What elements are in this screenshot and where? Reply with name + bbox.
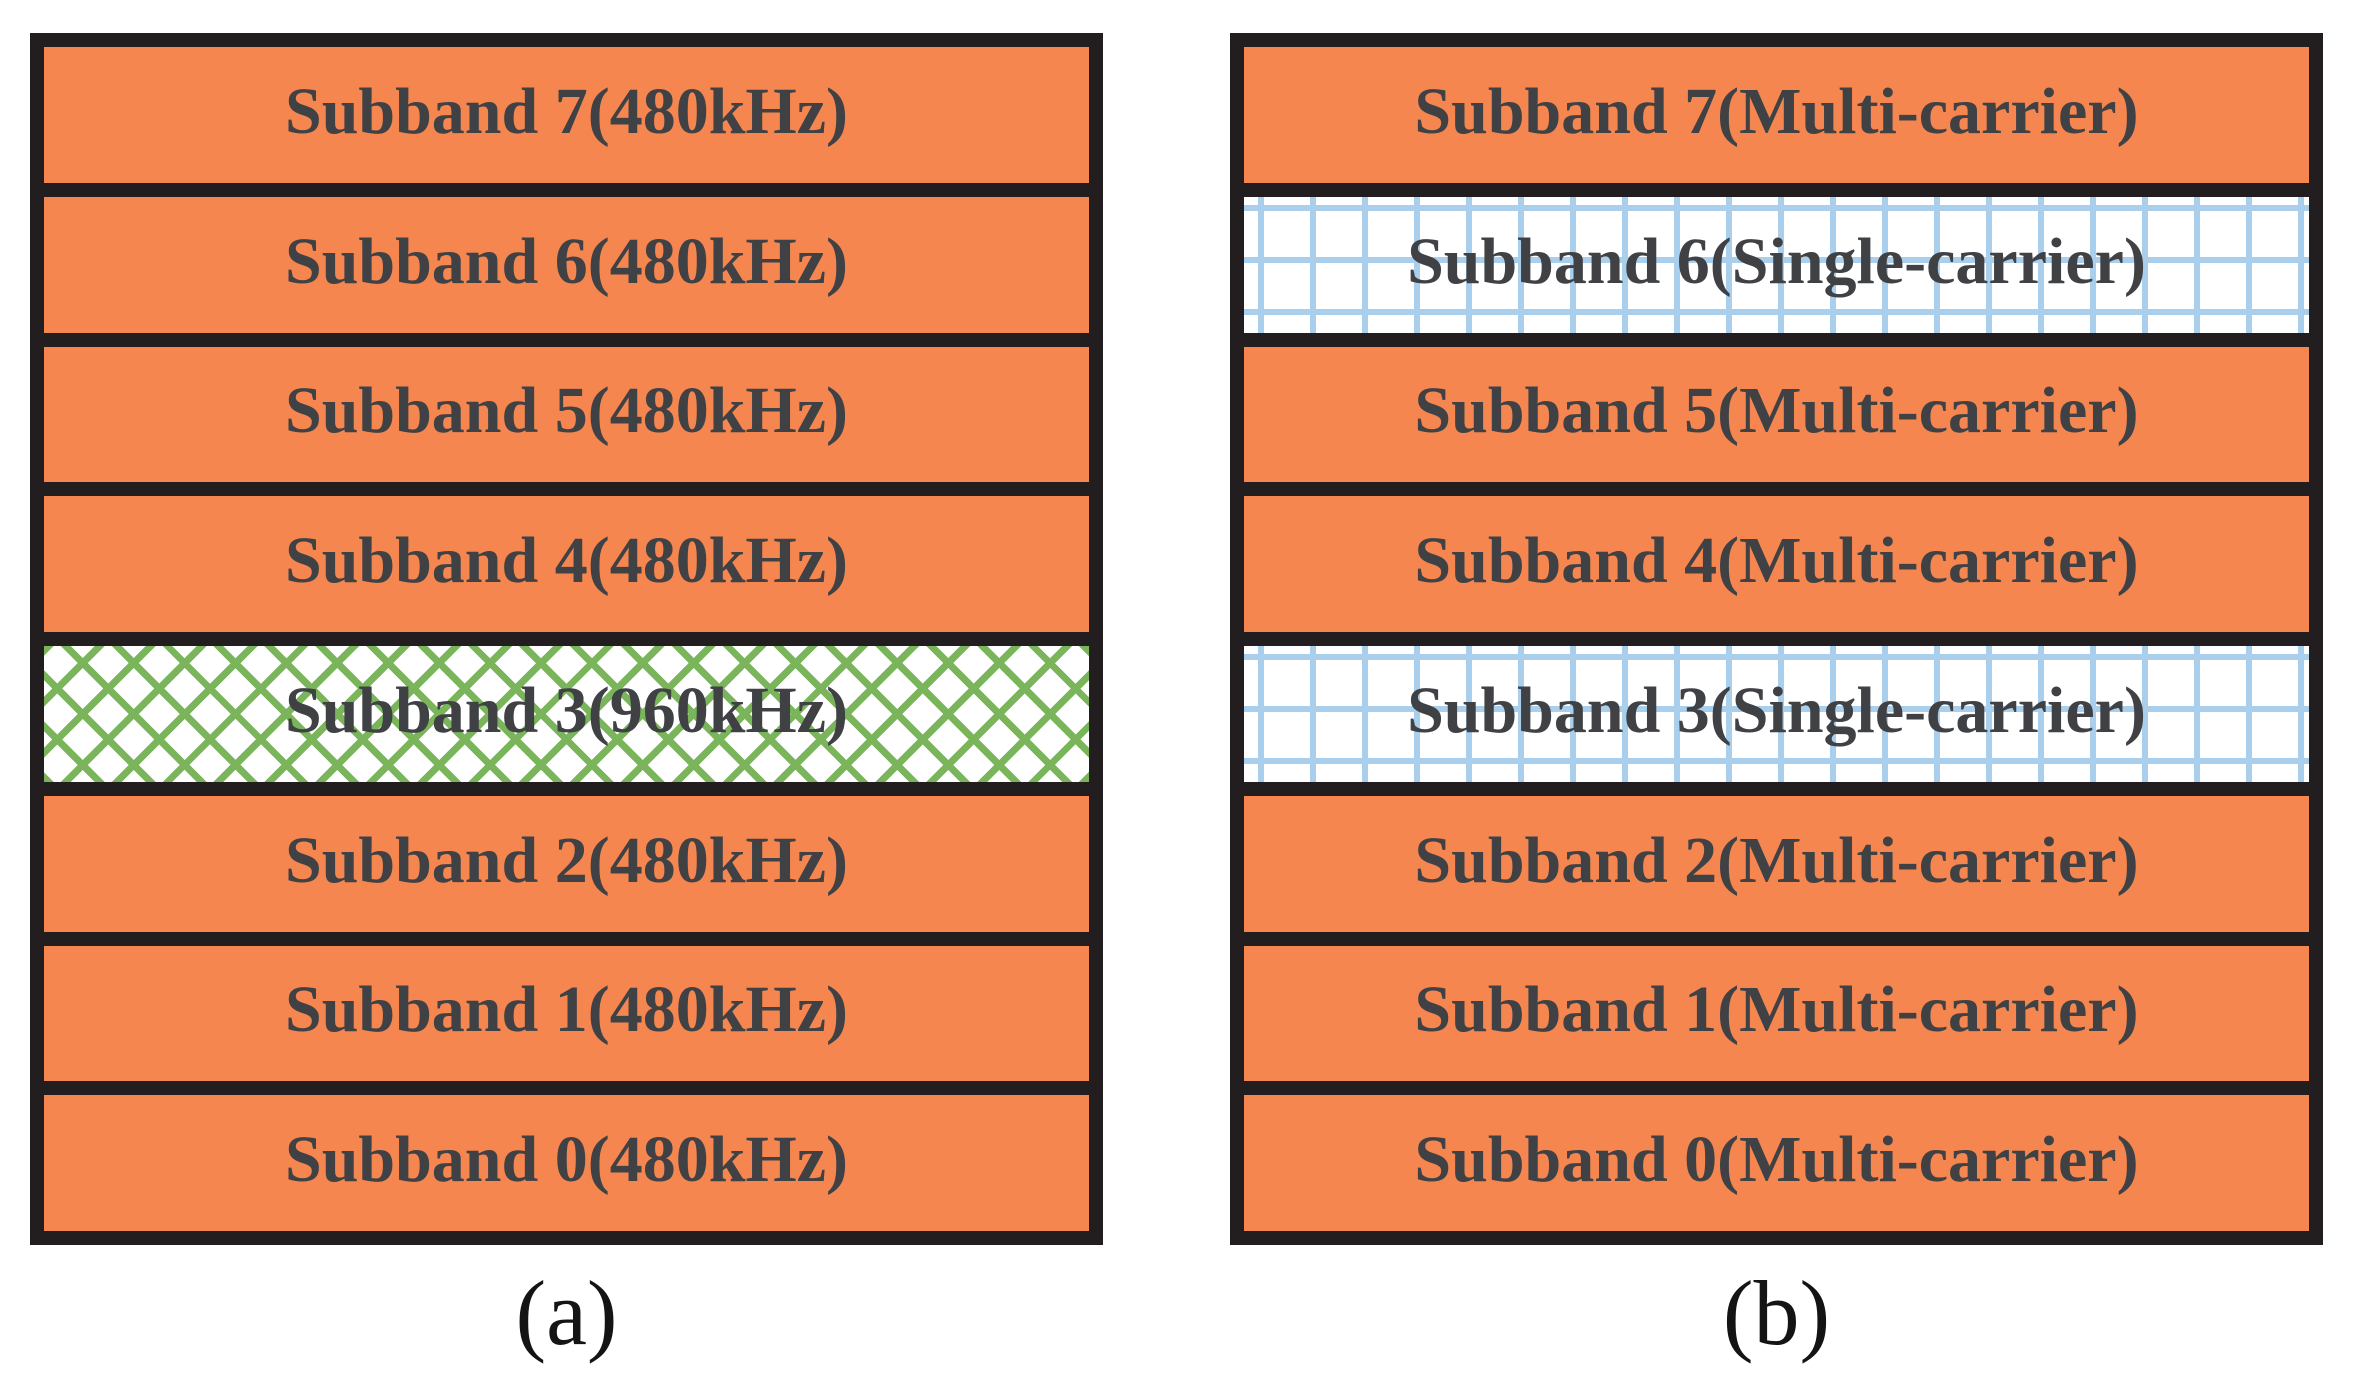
subband-label: Subband 2(Multi-carrier) <box>1414 823 2139 897</box>
caption-b: (b) <box>1722 1262 1831 1364</box>
subband-row-b-1: Subband 1(Multi-carrier) <box>1244 945 2309 1082</box>
subband-row-a-2: Subband 2(480kHz) <box>44 795 1089 932</box>
subband-row-b-4: Subband 4(Multi-carrier) <box>1244 496 2309 632</box>
subband-row-a-3: Subband 3(960kHz) <box>44 646 1089 782</box>
subband-row-a-7: Subband 7(480kHz) <box>44 47 1089 183</box>
subband-stack-b: Subband 7(Multi-carrier) Subband 6(Singl… <box>1230 33 2323 1245</box>
subband-label: Subband 2(480kHz) <box>284 823 849 897</box>
subband-label: Subband 0(Multi-carrier) <box>1414 1123 2139 1197</box>
subband-row-b-5: Subband 5(Multi-carrier) <box>1244 346 2309 483</box>
subband-label: Subband 1(480kHz) <box>284 973 849 1047</box>
subband-label: Subband 0(480kHz) <box>284 1123 849 1197</box>
subband-label: Subband 5(Multi-carrier) <box>1414 374 2139 448</box>
subband-label: Subband 6(Single-carrier) <box>1407 224 2146 298</box>
subband-label: Subband 7(Multi-carrier) <box>1414 74 2139 148</box>
subband-label: Subband 7(480kHz) <box>284 74 849 148</box>
subband-row-b-6: Subband 6(Single-carrier) <box>1244 196 2309 333</box>
subband-row-a-1: Subband 1(480kHz) <box>44 945 1089 1082</box>
subband-label: Subband 4(480kHz) <box>284 524 849 598</box>
panel-a: Subband 7(480kHz) Subband 6(480kHz) Subb… <box>30 33 1103 1367</box>
subband-label: Subband 4(Multi-carrier) <box>1414 524 2139 598</box>
subband-row-a-5: Subband 5(480kHz) <box>44 346 1089 483</box>
subband-row-b-2: Subband 2(Multi-carrier) <box>1244 795 2309 932</box>
subband-stack-a: Subband 7(480kHz) Subband 6(480kHz) Subb… <box>30 33 1103 1245</box>
subband-row-a-6: Subband 6(480kHz) <box>44 196 1089 333</box>
subband-row-a-0: Subband 0(480kHz) <box>44 1095 1089 1231</box>
subband-label: Subband 6(480kHz) <box>284 224 849 298</box>
subband-row-b-3: Subband 3(Single-carrier) <box>1244 646 2309 782</box>
caption-a: (a) <box>515 1262 618 1364</box>
subband-row-a-4: Subband 4(480kHz) <box>44 496 1089 632</box>
subband-label: Subband 5(480kHz) <box>284 374 849 448</box>
subband-label: Subband 3(Single-carrier) <box>1407 673 2146 747</box>
subband-label: Subband 1(Multi-carrier) <box>1414 973 2139 1047</box>
subband-row-b-0: Subband 0(Multi-carrier) <box>1244 1095 2309 1231</box>
panel-b: Subband 7(Multi-carrier) Subband 6(Singl… <box>1230 33 2323 1367</box>
subband-label: Subband 3(960kHz) <box>284 673 849 747</box>
subband-row-b-7: Subband 7(Multi-carrier) <box>1244 47 2309 183</box>
